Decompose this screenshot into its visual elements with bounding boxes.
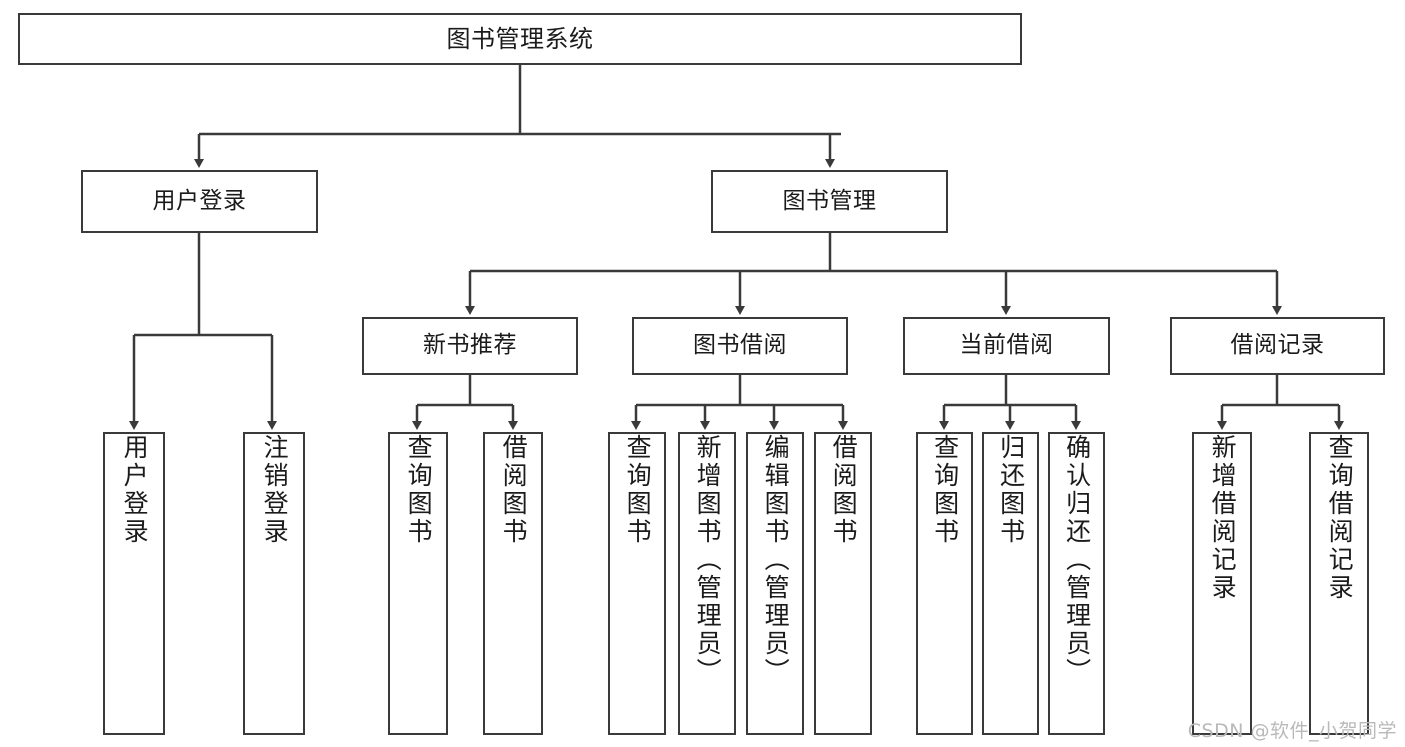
node-label: 用户登录 <box>120 434 150 546</box>
node-label: 借阅记录 <box>1230 332 1325 359</box>
node-label: 注销登录 <box>260 434 290 546</box>
node-label: 借阅图书 <box>499 434 529 546</box>
watermark-text: CSDN @软件_小贺同学 <box>1187 720 1397 742</box>
leaf-user-login[interactable]: 用户登录 <box>103 432 165 735</box>
node-label: 查询图书 <box>404 434 434 546</box>
node-book-management[interactable]: 图书管理 <box>711 170 948 233</box>
node-label: 确认归还（管理员） <box>1062 434 1092 686</box>
leaf-borrow-books-borrowing[interactable]: 借阅图书 <box>814 432 872 735</box>
leaf-logout[interactable]: 注销登录 <box>243 432 305 735</box>
node-label: 查询借阅记录 <box>1325 434 1355 602</box>
node-current-borrowing[interactable]: 当前借阅 <box>903 317 1110 375</box>
leaf-search-borrow-record[interactable]: 查询借阅记录 <box>1309 432 1369 735</box>
node-label: 当前借阅 <box>959 332 1054 359</box>
leaf-edit-book-admin[interactable]: 编辑图书（管理员） <box>746 432 804 735</box>
leaf-add-book-admin[interactable]: 新增图书（管理员） <box>678 432 736 735</box>
leaf-search-books-current[interactable]: 查询图书 <box>916 432 973 735</box>
node-label: 新增借阅记录 <box>1208 434 1238 602</box>
node-label: 图书借阅 <box>693 332 787 359</box>
node-new-book-recommendation[interactable]: 新书推荐 <box>362 317 578 375</box>
leaf-return-books[interactable]: 归还图书 <box>982 432 1039 735</box>
leaf-search-books-borrowing[interactable]: 查询图书 <box>608 432 666 735</box>
leaf-search-books-recommendation[interactable]: 查询图书 <box>388 432 448 735</box>
leaf-borrow-books-recommendation[interactable]: 借阅图书 <box>483 432 543 735</box>
node-label: 新增图书（管理员） <box>693 434 723 686</box>
node-label: 新书推荐 <box>423 332 517 359</box>
node-label: 查询图书 <box>930 434 960 546</box>
node-root-book-management-system[interactable]: 图书管理系统 <box>18 13 1022 65</box>
node-label: 图书管理 <box>782 187 877 214</box>
node-label: 编辑图书（管理员） <box>761 434 791 686</box>
leaf-add-borrow-record[interactable]: 新增借阅记录 <box>1192 432 1252 735</box>
leaf-confirm-return-admin[interactable]: 确认归还（管理员） <box>1048 432 1105 735</box>
node-user-login[interactable]: 用户登录 <box>81 170 318 233</box>
node-book-borrowing[interactable]: 图书借阅 <box>632 317 848 375</box>
node-label: 用户登录 <box>152 187 247 214</box>
node-label: 图书管理系统 <box>446 24 594 53</box>
node-label: 借阅图书 <box>829 434 859 546</box>
node-label: 查询图书 <box>623 434 653 546</box>
node-label: 归还图书 <box>996 434 1026 546</box>
node-borrow-records[interactable]: 借阅记录 <box>1170 317 1385 375</box>
